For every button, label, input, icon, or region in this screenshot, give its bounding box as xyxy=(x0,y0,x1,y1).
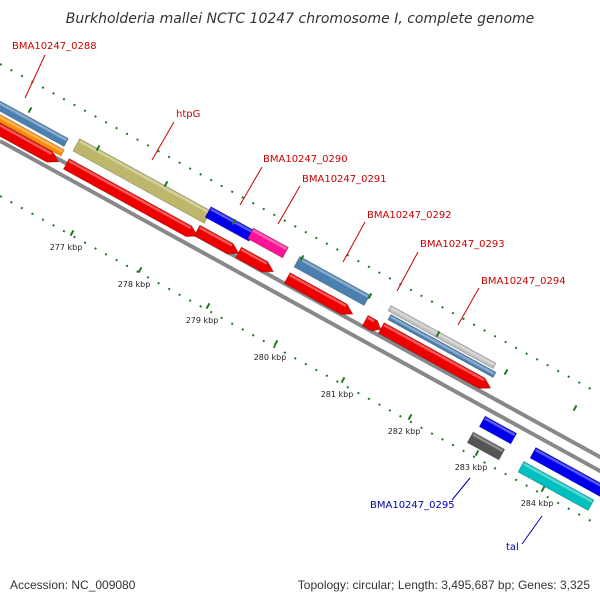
feature-BMA10247_0294-a[interactable] xyxy=(387,304,497,370)
tick-mark xyxy=(474,449,480,457)
tick-mark-outer xyxy=(299,254,305,262)
gene-label-leader xyxy=(457,287,480,326)
feature-tal[interactable] xyxy=(517,460,595,512)
tick-mark-outer xyxy=(367,292,373,300)
tick-label: 279 kbp xyxy=(186,316,219,325)
tick-mark-outer xyxy=(503,368,509,376)
gene-label-leader xyxy=(151,121,175,161)
tick-label: 277 kbp xyxy=(50,243,83,252)
tick-mark-outer xyxy=(435,330,441,338)
gene-label[interactable]: tal xyxy=(506,542,519,553)
accession-text: Accession: NC_009080 xyxy=(10,578,136,592)
feature-htpG[interactable] xyxy=(72,138,212,224)
feature-BMA10247_0291[interactable] xyxy=(247,227,289,259)
tick-mark-outer xyxy=(27,106,33,114)
tick-mark-outer xyxy=(572,404,578,412)
gene-label-leader xyxy=(521,515,543,545)
feature-BMA10247_0292[interactable] xyxy=(293,255,371,307)
tick-mark-outer xyxy=(163,180,169,188)
tick-label: 281 kbp xyxy=(321,390,354,399)
gene-label[interactable]: BMA10247_0294 xyxy=(481,276,566,287)
dotted-guide-rings xyxy=(0,63,597,525)
feature-blue-3[interactable] xyxy=(478,415,518,445)
gene-label-leader xyxy=(342,221,366,263)
feature-steel-1[interactable] xyxy=(0,85,69,147)
feature-cds-1[interactable] xyxy=(0,122,62,167)
gene-features xyxy=(0,85,600,512)
feature-cds-0293[interactable] xyxy=(361,314,384,334)
feature-BMA10247_0290[interactable] xyxy=(204,206,256,242)
feature-cds-htpG[interactable] xyxy=(62,158,200,242)
gene-label-leader xyxy=(396,251,419,292)
map-title: Burkholderia mallei NCTC 10247 chromosom… xyxy=(66,11,535,27)
tick-mark xyxy=(540,485,546,493)
gene-label[interactable]: BMA10247_0295 xyxy=(370,500,455,511)
topology-text: Topology: circular; Length: 3,495,687 bp… xyxy=(297,578,590,592)
tick-label: 283 kbp xyxy=(455,463,488,472)
gene-label-leader xyxy=(277,185,301,225)
gene-label[interactable]: BMA10247_0293 xyxy=(420,239,505,250)
feature-cds-0292[interactable] xyxy=(283,272,355,320)
feature-cds-0294[interactable] xyxy=(377,322,493,394)
guide-ring-inner xyxy=(0,195,597,525)
feature-orange-1[interactable] xyxy=(0,91,65,157)
gene-label-leader xyxy=(239,166,263,206)
gene-label-leader xyxy=(451,477,471,501)
tick-mark xyxy=(340,376,346,384)
gene-label[interactable]: BMA10247_0292 xyxy=(367,210,452,221)
gene-label[interactable]: BMA10247_0291 xyxy=(302,174,387,185)
tick-mark xyxy=(137,266,143,274)
tick-label: 284 kbp xyxy=(521,499,554,508)
gene-label[interactable]: htpG xyxy=(176,109,200,120)
feature-dark-0295[interactable] xyxy=(466,431,506,461)
tick-label: 280 kbp xyxy=(254,353,287,362)
tick-label: 282 kbp xyxy=(388,427,421,436)
feature-blue-2[interactable] xyxy=(529,446,600,498)
backbone-line-inner xyxy=(0,139,600,474)
feature-BMA10247_0294-b[interactable] xyxy=(387,313,497,379)
gene-label-leader xyxy=(24,54,46,99)
tick-mark xyxy=(69,229,75,237)
tick-label: 278 kbp xyxy=(118,280,151,289)
tick-mark xyxy=(273,339,279,347)
tick-mark-outer xyxy=(231,218,237,226)
gene-label[interactable]: BMA10247_0288 xyxy=(12,41,97,52)
tick-mark-outer xyxy=(95,144,101,152)
guide-ring-outer xyxy=(0,63,597,393)
gene-label[interactable]: BMA10247_0290 xyxy=(263,154,348,165)
position-ticks: 277 kbp 278 kbp 279 kbp 280 kbp 281 kbp 282 k… xyxy=(27,106,578,508)
feature-cds-2[interactable] xyxy=(193,224,242,259)
tick-mark xyxy=(407,413,413,421)
feature-cds-3[interactable] xyxy=(235,246,277,277)
gene-labels: BMA10247_0288 htpG BMA10247_0290BMA10247_0… xyxy=(12,41,566,553)
tick-mark xyxy=(205,302,211,310)
